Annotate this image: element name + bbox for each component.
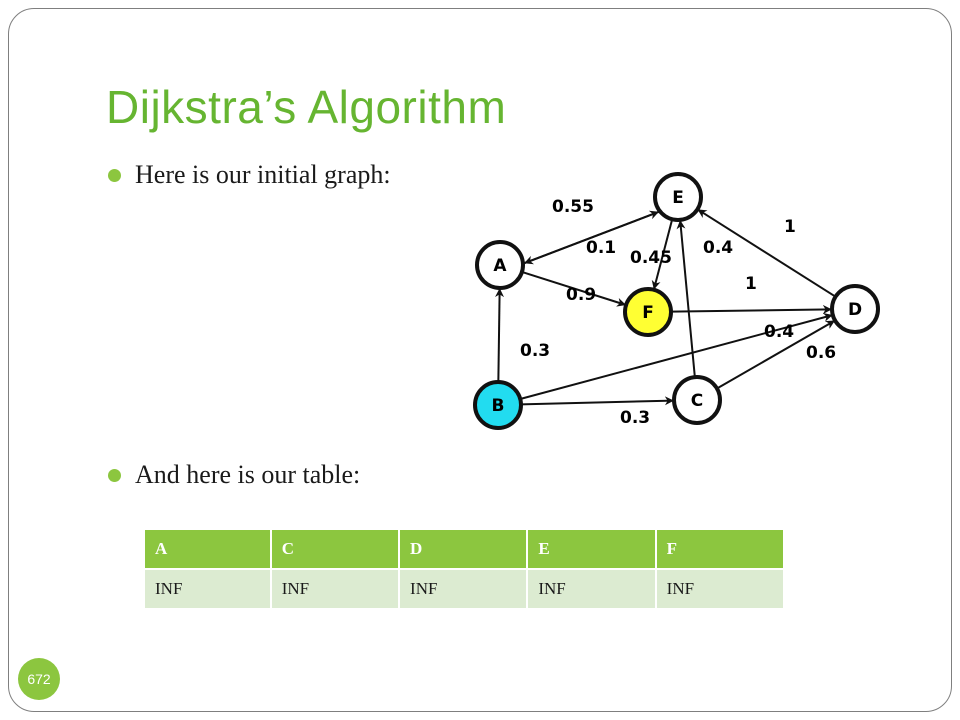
node-e: E: [653, 172, 703, 222]
node-label: E: [672, 188, 684, 208]
slide-title: Dijkstra’s Algorithm: [106, 81, 507, 133]
table-cell: INF: [145, 568, 272, 608]
edge-weight-label: 0.4: [703, 238, 733, 258]
edge-weight-label: 0.45: [630, 248, 672, 268]
edge-weight-label: 0.3: [520, 341, 550, 361]
table-cell: INF: [399, 568, 529, 608]
edge-weight-label: 1: [784, 217, 796, 237]
node-label: F: [642, 303, 654, 323]
bullet-initial-graph: Here is our initial graph:: [108, 160, 391, 190]
table-header-a: A: [145, 530, 272, 569]
edge-c-d: [716, 320, 835, 390]
bullet-text: And here is our table:: [135, 460, 361, 489]
node-c: C: [672, 375, 722, 425]
node-label: C: [691, 391, 703, 411]
node-f: F: [623, 287, 673, 337]
table-cell: INF: [270, 568, 401, 608]
node-circle: [475, 240, 525, 290]
node-circle: [830, 284, 880, 334]
table-cell: INF: [655, 568, 786, 608]
edge-weight-label: 1: [745, 274, 757, 294]
edge-b-a: [495, 288, 505, 383]
table-header-c: C: [270, 530, 401, 569]
node-circle: [473, 380, 523, 430]
bullet-dot-icon: [108, 468, 121, 482]
page-number-badge: 672: [18, 658, 60, 700]
edge-weight-label: 0.9: [566, 285, 596, 305]
table-header-d: D: [399, 530, 529, 569]
table-cell: INF: [527, 568, 657, 608]
edge-weight-label: 0.55: [552, 197, 594, 217]
node-circle: [653, 172, 703, 222]
node-a: A: [475, 240, 525, 290]
bullet-dot-icon: [108, 168, 121, 182]
node-label: B: [492, 396, 505, 416]
node-b: B: [473, 380, 523, 430]
edge-a-f: [521, 271, 626, 307]
table-header-f: F: [655, 530, 786, 569]
node-label: D: [848, 300, 862, 320]
node-label: A: [493, 256, 507, 276]
edge-b-d: [519, 312, 833, 400]
bullet-table-intro: And here is our table:: [108, 460, 360, 490]
table-header-e: E: [527, 530, 657, 569]
edge-weight-label: 0.6: [806, 343, 836, 363]
graph-diagram: 0.55 0.1 0.45 0.4 1 0.9 1 0.4 0.6 0.3 0.3 A B C D E F: [473, 172, 880, 430]
edge-f-d: [670, 304, 832, 314]
edge-weight-label: 0.4: [764, 322, 794, 342]
edge-a-e: [523, 210, 659, 265]
edge-weight-label: 0.1: [586, 238, 616, 258]
bullet-text: Here is our initial graph:: [135, 160, 391, 189]
edge-d-e: [697, 208, 837, 298]
edge-e-f: [651, 219, 674, 290]
edge-weight-label: 0.3: [620, 408, 650, 428]
node-d: D: [830, 284, 880, 334]
node-circle: [623, 287, 673, 337]
edge-c-e: [676, 219, 696, 378]
node-circle: [672, 375, 722, 425]
edge-b-c: [520, 396, 674, 406]
